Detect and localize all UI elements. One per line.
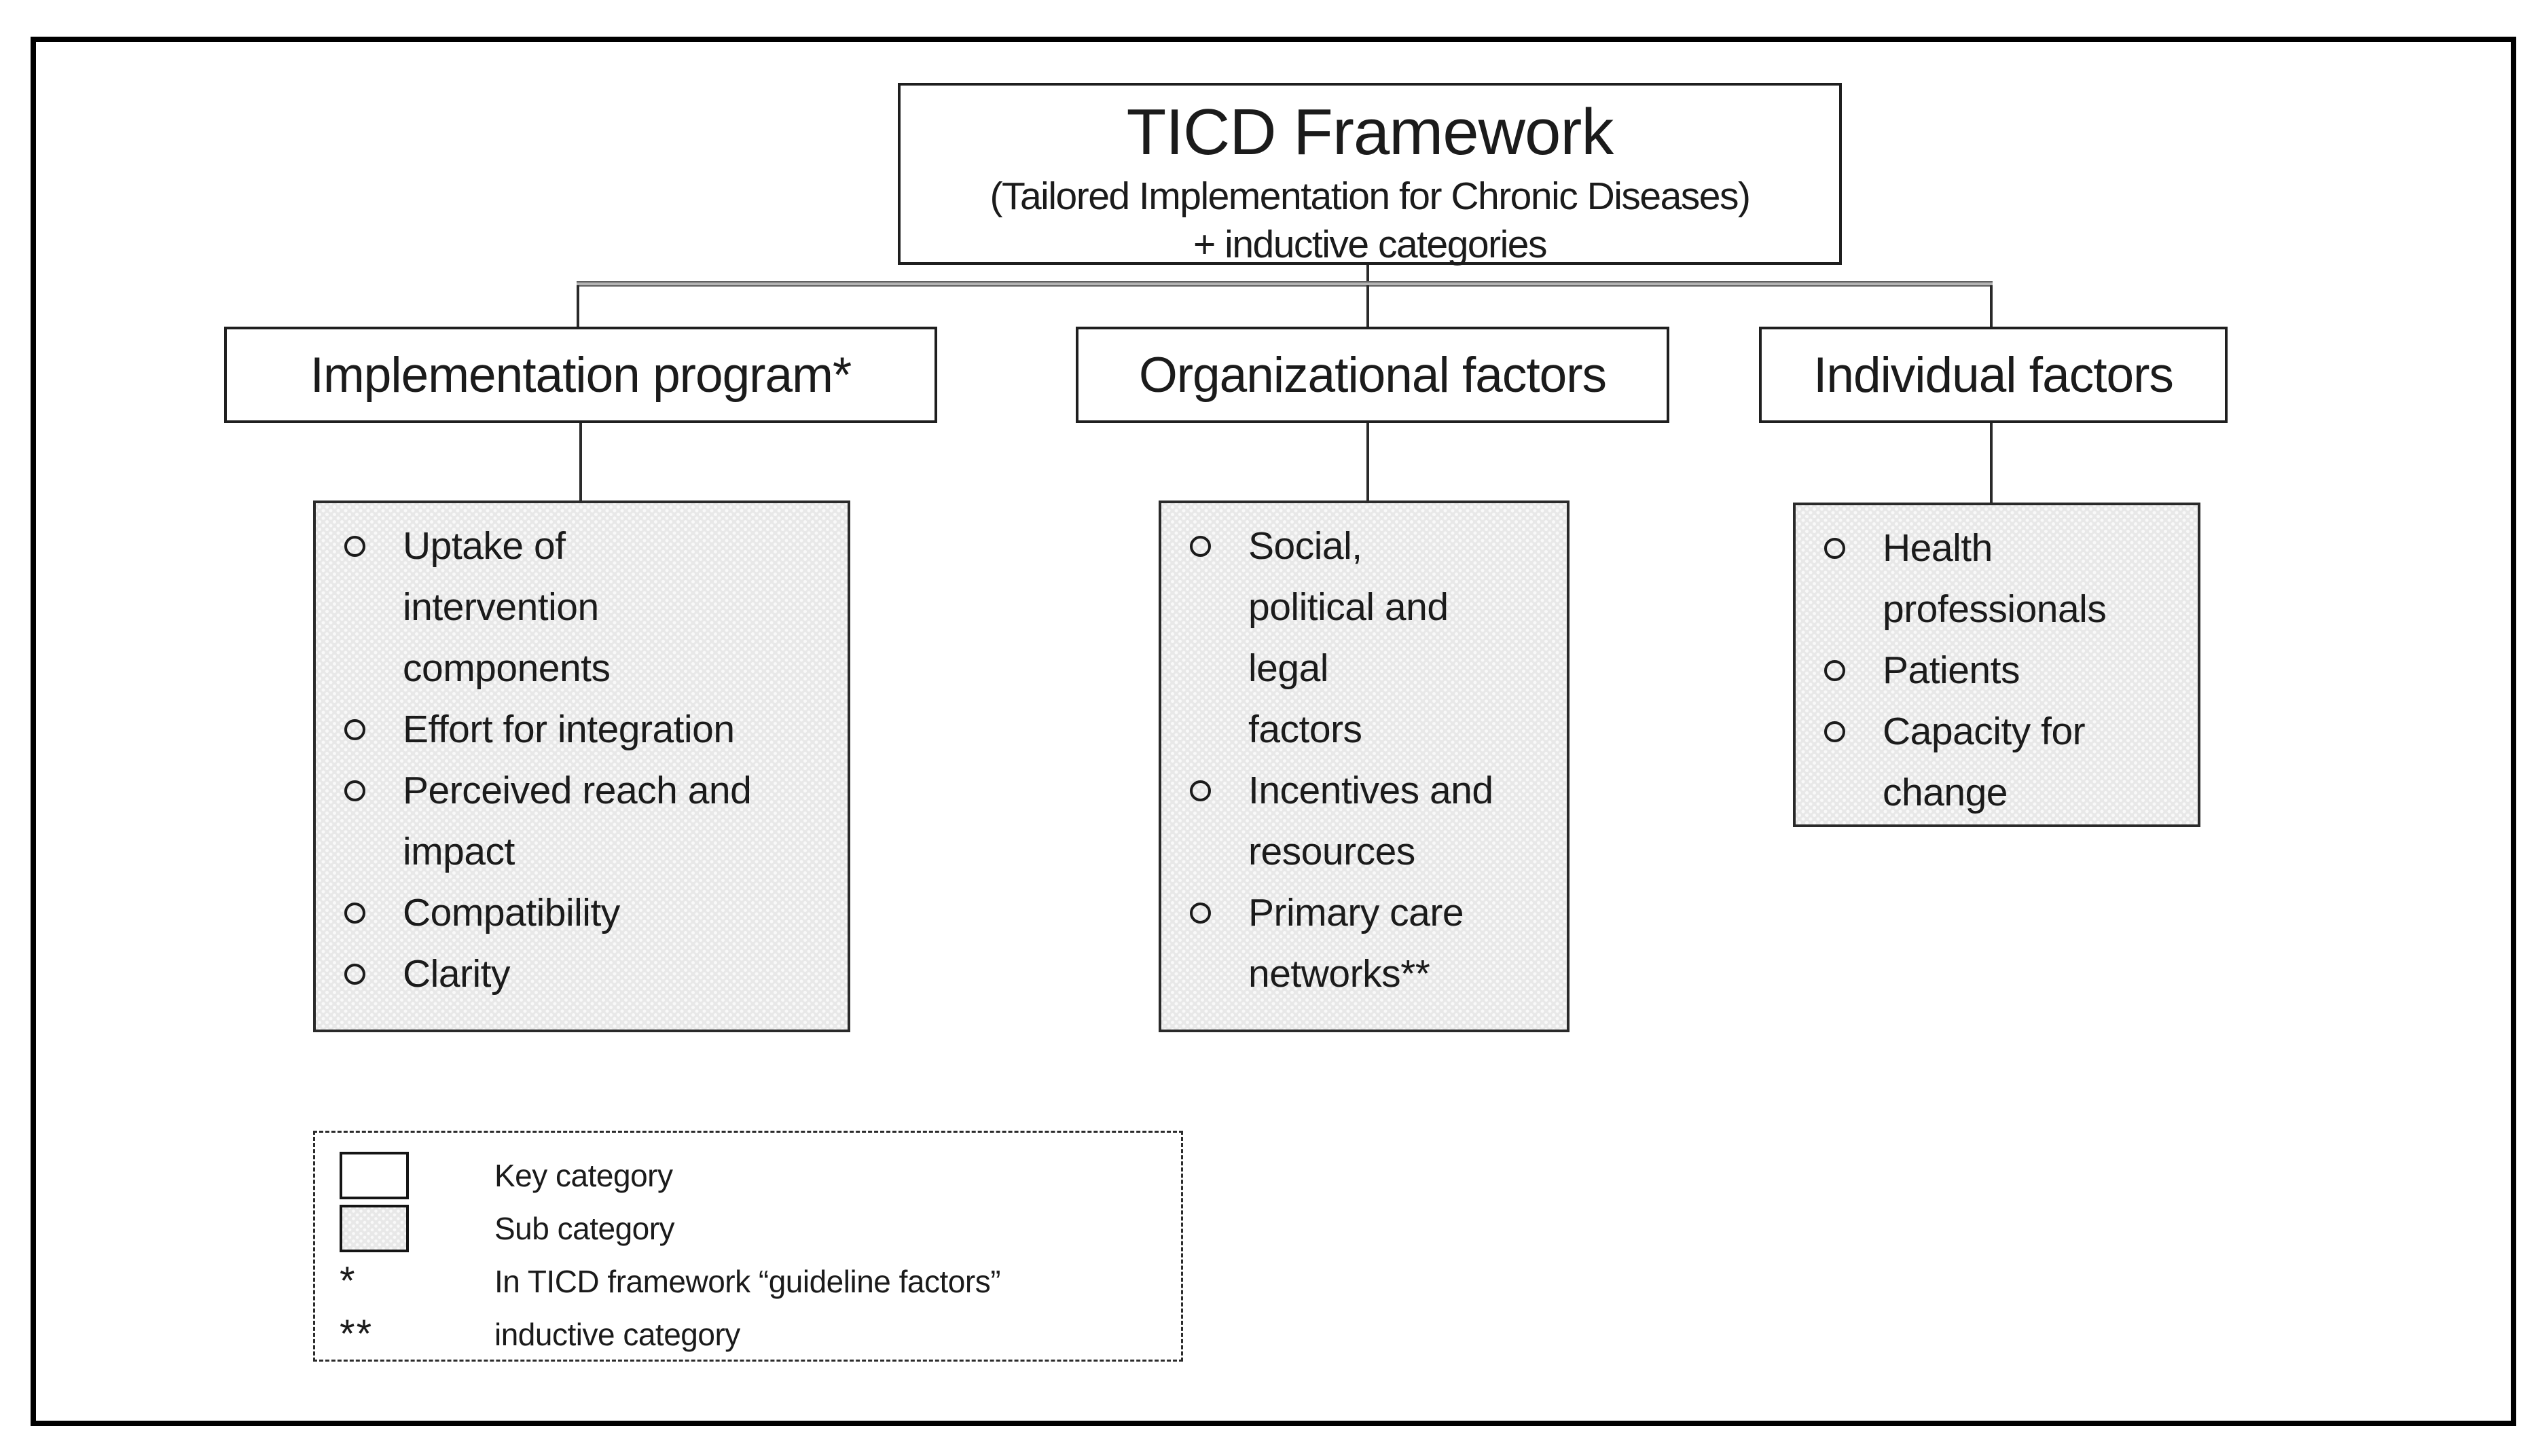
list-item: Patients: [1796, 640, 2188, 701]
connector-drop-middle: [1366, 423, 1369, 500]
subcategory-box-organizational-factors: Social, political and legal factors Ince…: [1159, 500, 1570, 1032]
framework-title: TICD Framework: [1126, 96, 1614, 168]
connector-branch-right: [1990, 285, 1993, 327]
category-box-implementation-program: Implementation program*: [224, 327, 937, 423]
category-label-individual-factors: Individual factors: [1813, 347, 2174, 403]
item-text: Perceived reach and impact: [403, 769, 752, 873]
legend-row-key-category: Key category: [315, 1149, 1181, 1202]
circle-bullet-icon: [344, 780, 365, 801]
asterisk-symbol: *: [340, 1259, 357, 1303]
item-text: Health professionals: [1883, 526, 2107, 631]
circle-bullet-icon: [1190, 536, 1211, 557]
sub-category-swatch: [340, 1205, 409, 1252]
list-item: Effort for integration: [316, 699, 838, 760]
bullet-list-organizational-factors: Social, political and legal factors Ince…: [1161, 503, 1567, 1004]
list-item: Clarity: [316, 943, 838, 1004]
category-label-organizational-factors: Organizational factors: [1138, 347, 1607, 403]
item-text: Effort for integration: [403, 708, 735, 751]
category-box-individual-factors: Individual factors: [1759, 327, 2228, 423]
list-item: Capacity for change: [1796, 701, 2188, 823]
circle-bullet-icon: [1190, 903, 1211, 924]
category-box-organizational-factors: Organizational factors: [1076, 327, 1669, 423]
list-item: Health professionals: [1796, 517, 2188, 640]
bullet-list-implementation-program: Uptake of intervention components Effort…: [316, 503, 848, 1004]
circle-bullet-icon: [344, 964, 365, 985]
legend-row-sub-category: Sub category: [315, 1202, 1181, 1255]
connector-branch-left: [577, 285, 579, 327]
item-text: Incentives and resources: [1248, 769, 1493, 873]
legend-label-double-asterisk: inductive category: [494, 1317, 740, 1352]
list-item: Primary care networks**: [1161, 882, 1557, 1004]
category-label-implementation-program: Implementation program*: [310, 347, 852, 403]
double-asterisk-symbol: **: [340, 1312, 374, 1356]
item-text: Primary care networks**: [1248, 891, 1464, 996]
list-item: Social, political and legal factors: [1161, 515, 1557, 760]
item-text: Social, political and legal factors: [1248, 524, 1449, 751]
legend: Key category Sub category * In TICD fram…: [313, 1131, 1183, 1362]
item-text: Capacity for change: [1883, 710, 2086, 814]
subcategory-box-implementation-program: Uptake of intervention components Effort…: [313, 500, 850, 1032]
connector-drop-left: [579, 423, 582, 500]
item-text: Compatibility: [403, 891, 620, 934]
circle-bullet-icon: [1190, 780, 1211, 801]
legend-label-key-category: Key category: [494, 1158, 673, 1193]
item-text: Patients: [1883, 649, 2020, 692]
legend-label-sub-category: Sub category: [494, 1211, 675, 1246]
circle-bullet-icon: [344, 903, 365, 924]
list-item: Incentives and resources: [1161, 760, 1557, 882]
item-text: Clarity: [403, 952, 511, 996]
circle-bullet-icon: [1824, 538, 1845, 559]
outer-border-frame: [31, 37, 2516, 1426]
legend-label-asterisk: In TICD framework “guideline factors”: [494, 1264, 1001, 1299]
bullet-list-individual-factors: Health professionals Patients Capacity f…: [1796, 505, 2198, 823]
connector-branch-middle: [1366, 285, 1369, 327]
list-item: Compatibility: [316, 882, 838, 943]
circle-bullet-icon: [1824, 660, 1845, 681]
root-box-ticd-framework: TICD Framework (Tailored Implementation …: [898, 83, 1842, 266]
key-category-swatch: [340, 1152, 409, 1199]
list-item: Uptake of intervention components: [316, 515, 838, 699]
connector-root-trunk: [1366, 265, 1369, 283]
framework-subtitle-2: + inductive categories: [1193, 223, 1547, 266]
legend-row-double-asterisk: ** inductive category: [315, 1308, 1181, 1361]
circle-bullet-icon: [1824, 721, 1845, 742]
connector-branch-horizontal: [577, 281, 1993, 287]
framework-subtitle: (Tailored Implementation for Chronic Dis…: [990, 175, 1751, 218]
list-item: Perceived reach and impact: [316, 760, 838, 882]
item-text: Uptake of intervention components: [403, 524, 611, 690]
circle-bullet-icon: [344, 719, 365, 740]
circle-bullet-icon: [344, 536, 365, 557]
legend-row-asterisk: * In TICD framework “guideline factors”: [315, 1255, 1181, 1308]
subcategory-box-individual-factors: Health professionals Patients Capacity f…: [1793, 503, 2200, 827]
connector-drop-right: [1990, 423, 1993, 503]
